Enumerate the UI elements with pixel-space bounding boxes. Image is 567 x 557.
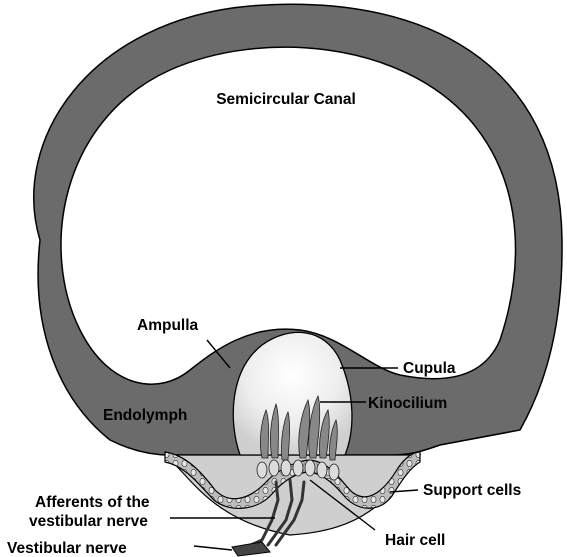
- label-cupula: Cupula: [403, 360, 456, 377]
- label-semicircular-canal: Semicircular Canal: [216, 91, 356, 108]
- vestibular-nerve-trunk: [232, 542, 270, 556]
- label-afferents-line2: vestibular nerve: [29, 513, 148, 530]
- label-endolymph: Endolymph: [103, 407, 187, 424]
- label-ampulla: Ampulla: [137, 317, 199, 334]
- label-support-cells: Support cells: [423, 482, 521, 499]
- label-kinocilium: Kinocilium: [368, 395, 447, 412]
- label-vestibular-nerve: Vestibular nerve: [7, 540, 127, 557]
- label-hair-cell: Hair cell: [385, 532, 445, 549]
- label-afferents-line1: Afferents of the: [35, 494, 150, 511]
